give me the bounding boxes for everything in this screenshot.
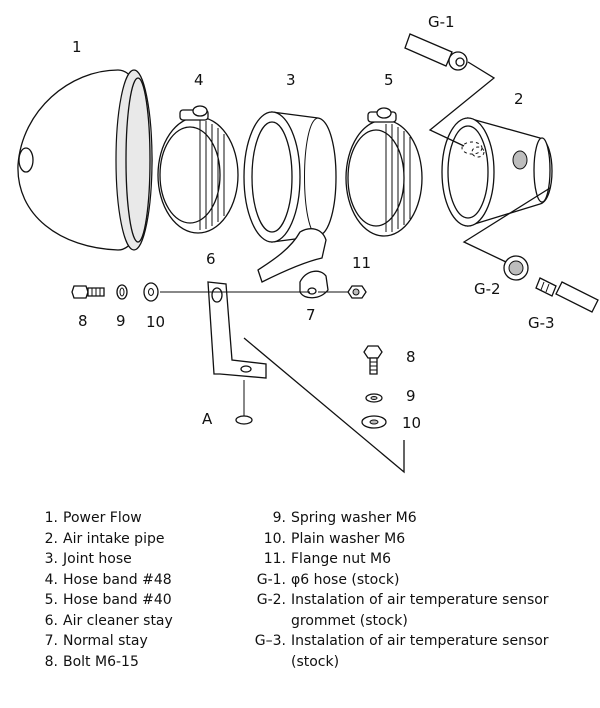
callout-11: 11	[352, 254, 371, 272]
part-1-power-flow-illustration	[17, 69, 153, 251]
callout-8-row: 8	[78, 312, 88, 330]
legend-text: Hose band #40	[63, 592, 172, 608]
legend-text: Bolt M6-15	[63, 653, 139, 670]
vertical-hardware-illustration	[243, 337, 405, 474]
legend-text: Air intake pipe	[63, 530, 165, 547]
legend-text: Instalation of air temperature sensor gr…	[291, 592, 549, 629]
legend-number: G-2.	[256, 592, 286, 608]
legend-item: 9. Spring washer M6	[238, 508, 588, 529]
legend-number: 2.	[44, 530, 58, 547]
legend-right-column: 9. Spring washer M6 10. Plain washer M6 11…	[238, 508, 588, 672]
legend-item: 10. Plain washer M6	[238, 529, 588, 550]
legend-text: Air cleaner stay	[63, 612, 173, 629]
callout-6: 6	[206, 250, 216, 268]
callout-9-vertical: 9	[406, 387, 416, 405]
callout-3: 3	[286, 71, 296, 89]
callout-4: 4	[194, 71, 204, 89]
legend-number: 1.	[44, 510, 58, 526]
callout-10-row: 10	[146, 313, 165, 331]
legend-item: 7. Normal stay	[30, 631, 230, 652]
part-g1-hose-illustration	[404, 33, 496, 147]
part-2-air-intake-pipe-illustration	[441, 117, 553, 227]
callout-g1: G-1	[428, 13, 455, 31]
part-4-hose-band-48-illustration	[157, 105, 239, 234]
part-7-normal-stay-illustration	[257, 228, 329, 299]
legend-number: G-1.	[256, 571, 286, 588]
legend-text: Joint hose	[63, 551, 132, 567]
legend-left-column: 1. Power Flow 2. Air intake pipe 3. Joint h…	[30, 508, 230, 672]
legend-text: Plain washer M6	[291, 530, 406, 547]
callout-a: A	[202, 410, 213, 428]
legend-number: 10.	[263, 530, 286, 547]
part-6-air-cleaner-stay-illustration	[207, 281, 267, 425]
legend-item: 6. Air cleaner stay	[30, 611, 230, 632]
legend-item: 2. Air intake pipe	[30, 529, 230, 550]
callout-7: 7	[306, 306, 316, 324]
legend-number: G–3.	[254, 633, 286, 649]
callout-2: 2	[514, 90, 524, 108]
callout-g3: G-3	[528, 314, 555, 332]
legend-text: Flange nut M6	[291, 551, 392, 567]
legend-number: 7.	[44, 633, 58, 649]
legend-item: G-2. Instalation of air temperature senso…	[238, 590, 588, 631]
legend-item: 5. Hose band #40	[30, 590, 230, 611]
legend-item: 4. Hose band #48	[30, 570, 230, 591]
part-5-hose-band-40-illustration	[345, 107, 423, 237]
legend-number: 3.	[44, 551, 58, 567]
legend-item: G-1. φ6 hose (stock)	[238, 570, 588, 591]
callout-9-row: 9	[116, 312, 126, 330]
legend-text: Instalation of air temperature sensor (s…	[291, 633, 549, 670]
part-g3-sensor-illustration	[535, 277, 599, 313]
legend-number: 11.	[263, 551, 286, 567]
legend-item: 11. Flange nut M6	[238, 549, 588, 570]
legend-number: 4.	[44, 571, 58, 588]
legend-item: 1. Power Flow	[30, 508, 230, 529]
legend-item: 3. Joint hose	[30, 549, 230, 570]
callout-g2: G-2	[474, 280, 501, 298]
legend-number: 6.	[44, 612, 58, 629]
callout-5: 5	[384, 71, 394, 89]
callout-1: 1	[72, 38, 82, 56]
legend-text: Hose band #48	[63, 571, 172, 588]
hardware-row-illustration	[71, 282, 367, 302]
callout-10-vertical: 10	[402, 414, 421, 432]
parts-diagram: 1 4 3 5 2 G-1 6 11 8 9 10 7 G-2 G-3 8 9 …	[17, 13, 599, 474]
callout-8-vertical: 8	[406, 348, 416, 366]
legend-number: 8.	[44, 653, 58, 670]
legend-text: Power Flow	[63, 510, 142, 526]
legend-text: Spring washer M6	[291, 510, 417, 526]
legend-item: G–3. Instalation of air temperature senso…	[238, 631, 588, 672]
legend-text: Normal stay	[63, 633, 148, 649]
part-g2-grommet-illustration	[462, 187, 551, 281]
legend-text: φ6 hose (stock)	[291, 571, 400, 588]
part-3-joint-hose-illustration	[243, 111, 337, 243]
legend-number: 9.	[272, 510, 286, 526]
legend-item: 8. Bolt M6-15	[30, 652, 230, 673]
legend-number: 5.	[44, 592, 58, 608]
